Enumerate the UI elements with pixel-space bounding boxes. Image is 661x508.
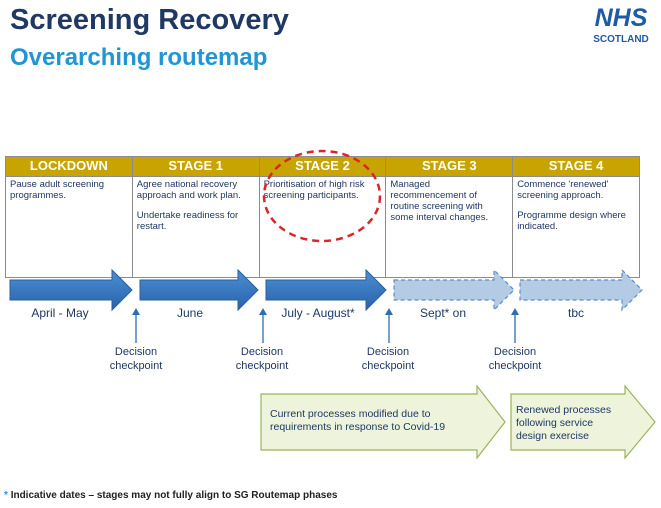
checkpoint-arrow-icon [385,308,393,343]
current-processes-line1: Current processes modified due to [270,408,431,420]
logo-scotland-text: SCOTLAND [593,34,649,45]
decision-checkpoint-3: Decision checkpoint [348,345,428,373]
stage-header-stage-4: STAGE 4 [512,156,640,177]
checkpoint-line2: checkpoint [109,360,163,372]
stage-desc: Managed recommencement of routine screen… [390,179,489,223]
stage-header-stage-1: STAGE 1 [131,156,260,177]
stage-desc: Undertake readiness for restart. [136,210,239,232]
current-processes-line2: requirements in response to Covid-19 [270,421,446,433]
page-title: Screening Recovery [10,4,289,36]
phase-label-june: June [176,306,204,320]
phase-label-april-may: April - May [31,306,89,320]
renewed-processes-text: Renewed processes following service desi… [516,404,611,443]
current-process-arrow [260,384,506,460]
stage-desc: Pause adult screening programmes. [10,179,105,201]
checkpoint-arrow-icon [132,308,140,343]
footnote-star: * [4,490,8,501]
stage-header-lockdown: LOCKDOWN [5,156,133,177]
stage-body-stage-3: Managed recommencement of routine screen… [385,176,514,278]
checkpoint-line2: checkpoint [361,360,415,372]
footnote: * Indicative dates – stages may not full… [4,490,337,501]
phase-label-july-august: July - August* [281,306,355,320]
checkpoint-line1: Decision [114,346,158,358]
stage-table: LOCKDOWN STAGE 1 STAGE 2 STAGE 3 STAGE 4… [5,156,640,278]
checkpoint-line1: Decision [240,346,284,358]
checkpoint-line1: Decision [366,346,410,358]
phase-label-tbc: tbc [567,306,584,320]
logo-nhs-text: NHS [595,4,648,32]
stage-body-lockdown: Pause adult screening programmes. [5,176,133,278]
stage-header-stage-2: STAGE 2 [258,156,387,177]
current-processes-text: Current processes modified due to requir… [270,408,445,434]
stage-body-stage-2: Prioritisation of high risk screening pa… [258,176,387,278]
checkpoint-line2: checkpoint [488,360,542,372]
renewed-process-arrow [510,384,656,460]
process-arrows [260,384,656,460]
arrow-july-august [265,268,387,312]
phase-label-sept-on: Sept* on [419,306,467,320]
footnote-text: Indicative dates – stages may not fully … [10,490,338,501]
renewed-processes-line2: following service [516,417,594,429]
stage-desc: Prioritisation of high risk screening pa… [263,179,365,201]
decision-checkpoint-2: Decision checkpoint [222,345,302,373]
stage-body-stage-1: Agree national recovery approach and wor… [131,176,260,278]
timeline-arrows [9,268,643,312]
arrow-june [139,268,259,312]
arrow-sept-on [393,268,515,312]
stage-header-stage-3: STAGE 3 [385,156,514,177]
checkpoint-arrow-icon [259,308,267,343]
page-subtitle: Overarching routemap [10,44,268,71]
stage-header-row: LOCKDOWN STAGE 1 STAGE 2 STAGE 3 STAGE 4 [5,156,640,177]
stage-2-highlight-ring [262,149,382,243]
stage-desc: Commence 'renewed' screening approach. [517,179,609,201]
decision-checkpoint-4: Decision checkpoint [475,345,555,373]
renewed-processes-line1: Renewed processes [516,404,612,416]
arrow-april-may [9,268,133,312]
renewed-processes-line3: design exercise [516,430,589,442]
arrow-tbc [519,268,643,312]
decision-checkpoint-1: Decision checkpoint [96,345,176,373]
stage-body-stage-4: Commence 'renewed' screening approach. P… [512,176,640,278]
checkpoint-line1: Decision [493,346,537,358]
stage-desc: Programme design where indicated. [517,210,626,232]
checkpoint-arrow-icon [511,308,519,343]
stage-body-row: Pause adult screening programmes. Agree … [5,176,640,278]
checkpoint-line2: checkpoint [235,360,289,372]
stage-desc: Agree national recovery approach and wor… [136,179,241,201]
nhs-scotland-logo: NHS SCOTLAND [593,4,649,45]
